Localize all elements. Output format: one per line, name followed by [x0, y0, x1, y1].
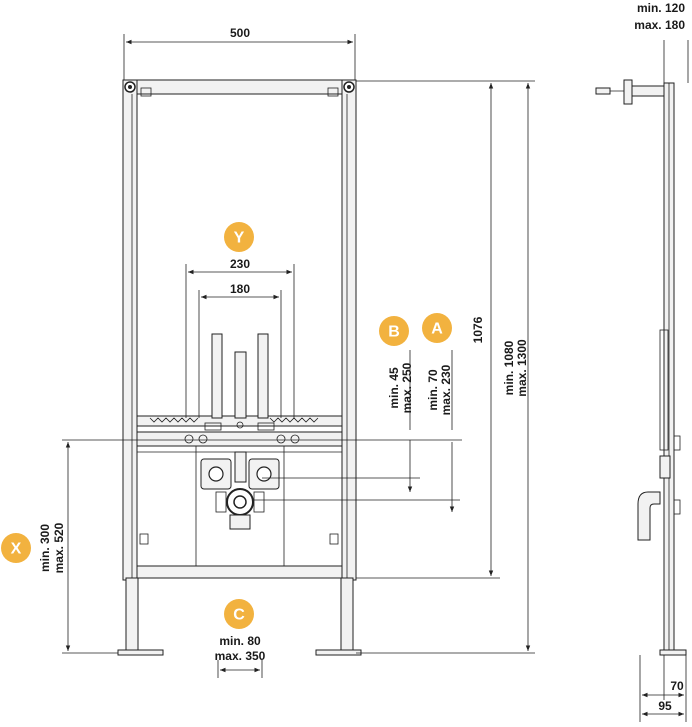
label-a-max: max. 230 [439, 364, 453, 415]
dimension-230 [185, 264, 295, 418]
badge-x-letter: X [11, 541, 22, 558]
dimension-b [262, 350, 420, 492]
badge-x: X [1, 533, 31, 563]
label-c-min: min. 80 [219, 634, 261, 648]
badge-y-letter: Y [234, 230, 245, 247]
dimension-x [62, 442, 118, 654]
label-spacing-180: 180 [230, 282, 250, 296]
badge-y: Y [224, 222, 254, 252]
badge-b: B [379, 316, 409, 346]
label-height-min-1080: min. 1080 [502, 340, 516, 395]
label-height-1076: 1076 [471, 316, 485, 343]
label-side-95: 95 [658, 699, 672, 713]
main-frame [117, 79, 362, 656]
label-side-top-max: max. 180 [634, 18, 685, 32]
dimension-c [217, 660, 263, 678]
dimension-1076 [356, 80, 500, 579]
label-x-max: max. 520 [52, 522, 66, 573]
label-x-min: min. 300 [38, 524, 52, 572]
label-b-max: max. 250 [400, 362, 414, 413]
dimension-180 [198, 290, 282, 418]
label-side-70: 70 [670, 679, 684, 693]
badge-a: A [422, 313, 452, 343]
side-view [595, 40, 689, 722]
dimension-1080-1300 [356, 80, 535, 654]
label-height-max-1300: max. 1300 [515, 339, 529, 397]
bidet-fittings [200, 333, 280, 530]
badge-a-letter: A [431, 321, 443, 338]
label-b-min: min. 45 [387, 367, 401, 409]
label-c-max: max. 350 [215, 649, 266, 663]
badge-c-letter: C [233, 607, 245, 624]
badge-c: C [224, 599, 254, 629]
label-width-500: 500 [230, 26, 250, 40]
label-side-top-min: min. 120 [637, 1, 685, 15]
badge-b-letter: B [388, 324, 400, 341]
label-spacing-230: 230 [230, 257, 250, 271]
dimension-a [252, 350, 460, 512]
label-a-min: min. 70 [426, 369, 440, 411]
dimension-500 [123, 34, 356, 80]
